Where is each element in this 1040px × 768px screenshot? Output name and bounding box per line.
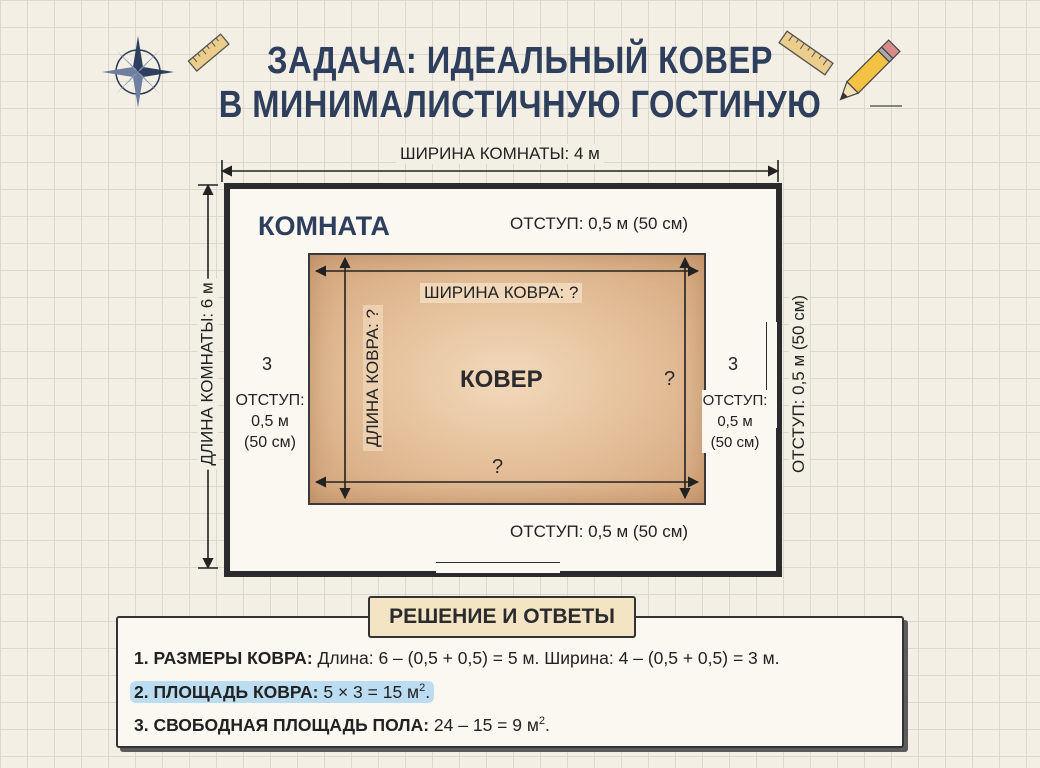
right-offset-line-3: (50 см) [710,434,760,451]
pencil-icon [839,39,902,107]
rug-label: КОВЕР [460,366,543,393]
answer-3-sup: 2 [538,715,546,728]
rug-width-label: ШИРИНА КОВРА: ? [420,283,583,303]
left-offset-line-1: ОТСТУП: [235,392,305,409]
right-outer-offset-label: ОТСТУП: 0,5 м (50 см) [789,290,810,478]
answer-2-highlight: 2. ПЛОЩАДЬ КОВРА: 5 × 3 = 15 м2. [130,681,435,703]
answer-1-label: 1. РАЗМЕРЫ КОВРА: [134,648,313,668]
answer-3: 3. СВОБОДНАЯ ПЛОЩАДЬ ПОЛА: 24 – 15 = 9 м… [134,715,550,736]
door-opening [436,562,560,574]
answer-2-end: . [425,682,431,702]
room-length-label: ДЛИНА КОМНАТЫ: 6 м [197,278,218,470]
window-opening [766,322,778,428]
rug-length-label: ДЛИНА КОВРА: ? [362,305,383,451]
title-line-2: В МИНИМАЛИСТИЧНУЮ ГОСТИНУЮ [218,84,822,126]
left-offset-line-2: 0,5 м [251,413,289,430]
answer-1-text: Длина: 6 – (0,5 + 0,5) = 5 м. Ширина: 4 … [312,648,780,668]
title-line-1: ЗАДАЧА: ИДЕАЛЬНЫЙ КОВЕР [267,40,773,82]
answer-2-sup: 2 [419,682,426,695]
right-offset-number: 3 [728,354,739,374]
answer-2-label: 2. ПЛОЩАДЬ КОВРА: [134,682,319,702]
answers-header: РЕШЕНИЕ И ОТВЕТЫ [368,596,636,638]
left-offset-line-3: (50 см) [244,434,296,451]
answer-3-label: 3. СВОБОДНАЯ ПЛОЩАДЬ ПОЛА: [134,715,430,735]
answer-2-text: 5 × 3 = 15 м [318,682,420,702]
answer-2: 2. ПЛОЩАДЬ КОВРА: 5 × 3 = 15 м2. [130,681,435,703]
right-offset-line-1: ОТСТУП: [702,392,768,409]
left-offset-number: 3 [262,354,273,374]
room-width-label: ШИРИНА КОМНАТЫ: 4 м [396,144,604,164]
bottom-offset-label: ОТСТУП: 0,5 м (50 см) [510,522,689,542]
rug-right-question: ? [664,368,676,390]
compass-rose-icon [102,36,174,108]
ruler-icon [778,30,834,76]
rug-bottom-question: ? [492,456,504,478]
right-offset-text: ОТСТУП: 0,5 м (50 см) [702,390,768,453]
right-offset-line-2: 0,5 м [717,413,753,430]
left-offset-text: ОТСТУП: 0,5 м (50 см) [234,390,306,453]
top-offset-label: ОТСТУП: 0,5 м (50 см) [510,214,689,234]
answer-3-text: 24 – 15 = 9 м [429,715,539,735]
answer-1: 1. РАЗМЕРЫ КОВРА: Длина: 6 – (0,5 + 0,5)… [134,648,780,669]
answer-3-end: . [545,715,550,735]
ruler-icon [187,33,230,73]
room-label: КОМНАТА [258,211,390,241]
